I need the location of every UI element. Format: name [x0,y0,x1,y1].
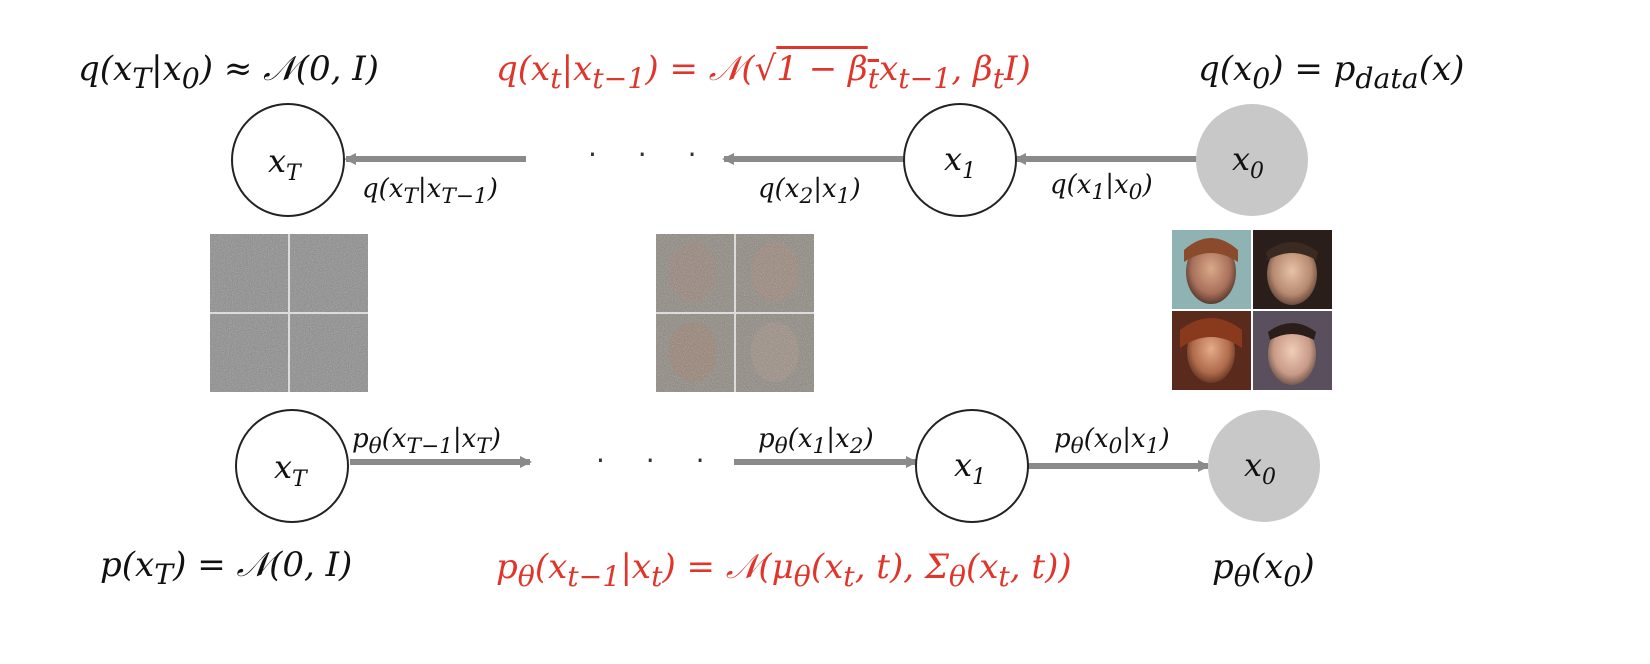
node-reverse-xT: xT [235,409,349,523]
edge-label-reverse-T: pθ(xT−1|xT) [352,424,501,460]
forward-transition-formula: q(xt|xt−1) = 𝒩(√1 − βtxt−1, βtI) [496,49,1031,95]
edge-label-forward-1: q(x1|x0) [1050,170,1153,206]
edge-label-reverse-2: pθ(x1|x2) [758,424,874,460]
model-distribution-formula: pθ(x0) [1212,547,1315,593]
ellipsis-forward: · · · [588,138,713,171]
reverse-transition-formula: pθ(xt−1|xt) = 𝒩(μθ(xt, t), Σθ(xt, t)) [496,547,1072,593]
ellipsis-reverse: · · · [596,444,721,477]
edge-label-forward-T: q(xT|xT−1) [362,174,498,210]
edge-label-reverse-1: pθ(x0|x1) [1054,424,1170,460]
node-reverse-x0: x0 [1208,410,1320,522]
face-image-grid [1172,230,1332,390]
edge-label-forward-2: q(x2|x1) [758,174,861,210]
reverse-prior-formula: p(xT) = 𝒩(0, I) [100,545,353,591]
noise-image-grid [210,234,368,392]
data-distribution-formula: q(x0) = pdata(x) [1198,49,1465,95]
node-forward-x0: x0 [1196,104,1308,216]
partial-noise-image-grid [656,234,814,392]
forward-prior-formula: q(xT|x0) ≈ 𝒩(0, I) [78,49,379,95]
node-reverse-x1: x1 [915,409,1029,523]
node-forward-xT: xT [231,103,345,217]
node-forward-x1: x1 [903,103,1017,217]
